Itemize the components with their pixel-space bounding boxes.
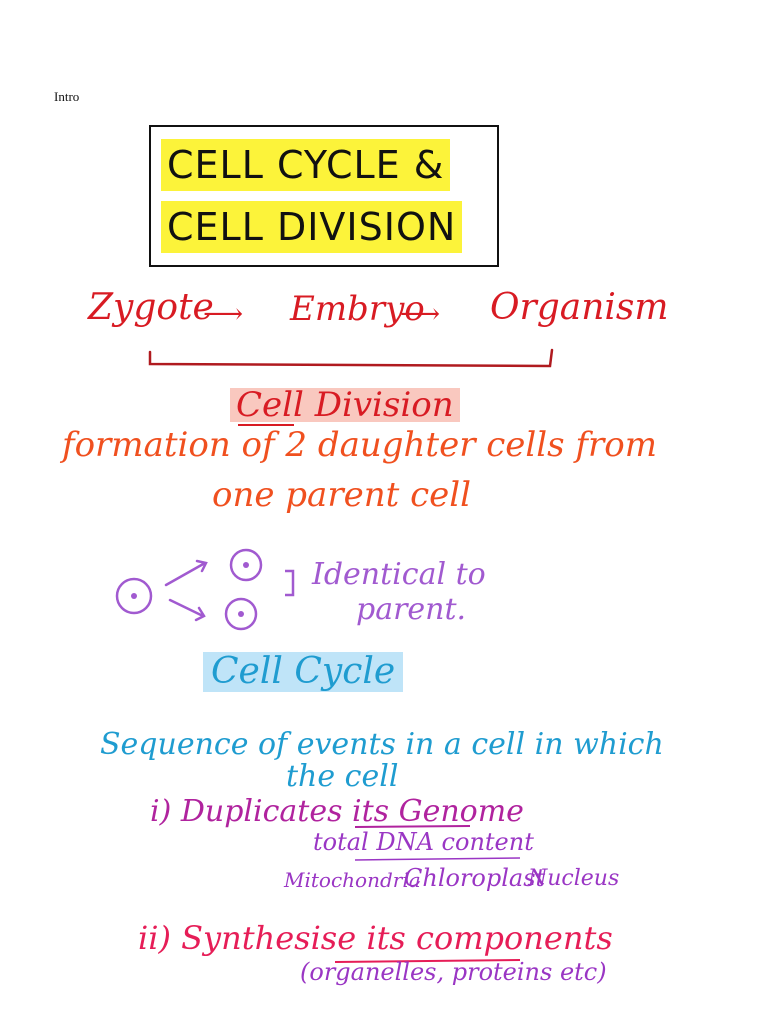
cell-division-heading: Cell Division — [230, 388, 460, 422]
flow-arrow-2: ⟶ — [400, 297, 441, 330]
cell-cycle-heading: Cell Cycle — [203, 652, 404, 692]
definition-line-2: one parent cell — [212, 475, 471, 515]
point-1-sub-2b: Chloroplast — [404, 864, 546, 892]
flow-zygote: Zygote — [88, 287, 214, 328]
title-box: CELL CYCLE & CELL DIVISION — [149, 125, 499, 267]
point-1-sub-1: total DNA content — [313, 828, 534, 856]
title-line-1: CELL CYCLE & — [161, 139, 451, 191]
flow-embryo: Embryo — [290, 289, 425, 329]
title-line-2: CELL DIVISION — [161, 201, 463, 253]
point-1-sub-2c: Nucleus — [528, 866, 620, 891]
diagram-note-line-1: Identical to — [312, 557, 486, 592]
definition-line-1: formation of 2 daughter cells from — [62, 425, 657, 465]
flow-organism: Organism — [490, 287, 669, 328]
point-1: i) Duplicates its Genome — [150, 794, 524, 829]
point-2: ii) Synthesise its components — [138, 919, 613, 957]
cell-cycle-def-line-1: Sequence of events in a cell in which — [100, 727, 664, 762]
point-1-sub-2a: Mitochondria — [284, 868, 421, 892]
flow-arrow-1: ⟶ — [203, 297, 244, 330]
cell-cycle-def-line-2: the cell — [286, 759, 399, 794]
page-header-label: Intro — [54, 89, 80, 104]
point-2-sub: (organelles, proteins etc) — [300, 958, 607, 986]
diagram-note-line-2: parent. — [356, 592, 467, 627]
